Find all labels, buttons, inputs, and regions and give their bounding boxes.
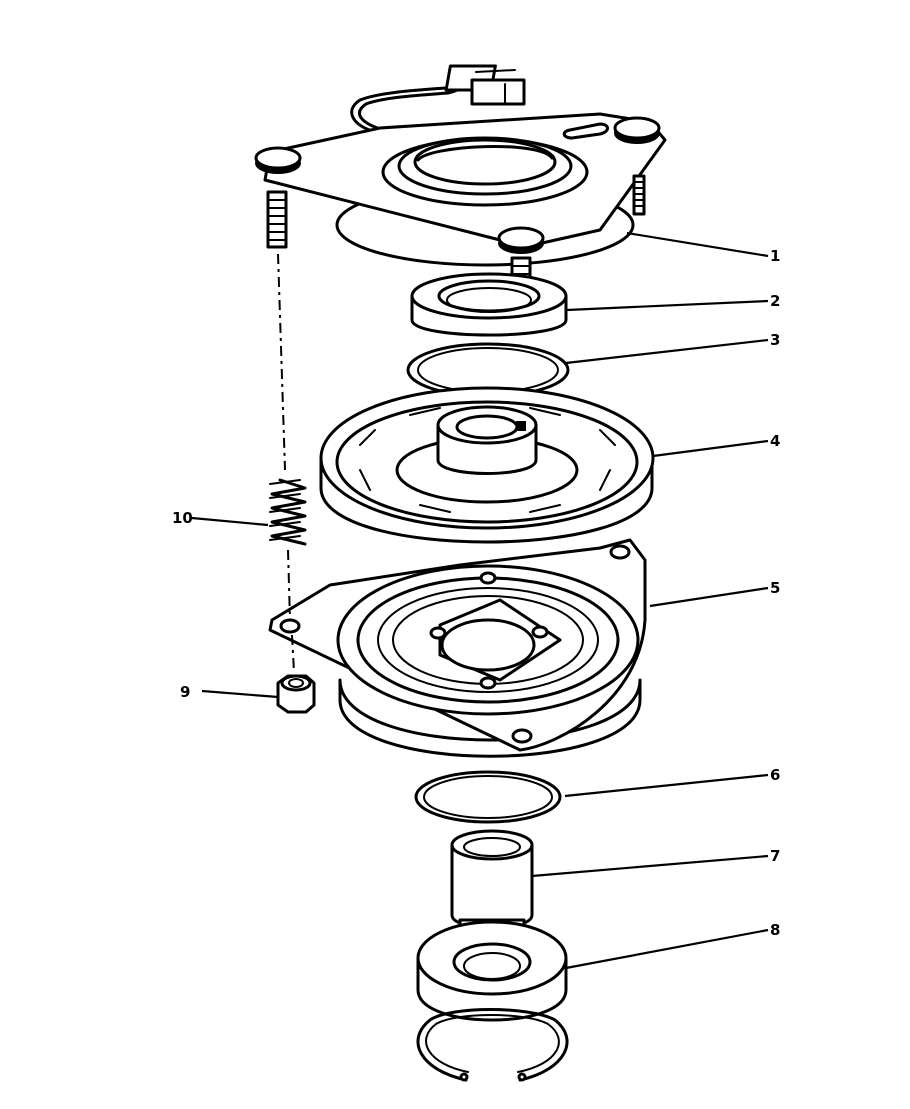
bearing-2 xyxy=(410,272,568,337)
assembly-centerline xyxy=(277,253,295,673)
bearing-8 xyxy=(416,920,568,1022)
callout-2: 2 xyxy=(770,292,780,310)
armature-plate-5 xyxy=(268,538,647,758)
pulley-4 xyxy=(319,386,655,544)
callout-1: 1 xyxy=(770,247,780,265)
callout-6: 6 xyxy=(770,766,780,784)
callout-5: 5 xyxy=(770,579,780,597)
callout-3: 3 xyxy=(770,331,780,349)
callout-labels: 1 2 3 4 5 6 7 8 9 10 xyxy=(172,247,780,939)
field-coil-plate xyxy=(254,112,667,328)
retaining-ring-bottom xyxy=(416,1008,569,1082)
leader-lines xyxy=(191,231,769,970)
callout-10: 10 xyxy=(172,509,193,527)
snap-ring-6 xyxy=(414,770,562,824)
spring-10 xyxy=(269,478,307,546)
callout-4: 4 xyxy=(770,432,780,450)
callout-9: 9 xyxy=(180,683,190,701)
wire-connector xyxy=(350,64,526,135)
nut-9 xyxy=(276,674,316,714)
callout-8: 8 xyxy=(770,921,780,939)
callout-7: 7 xyxy=(770,847,780,865)
